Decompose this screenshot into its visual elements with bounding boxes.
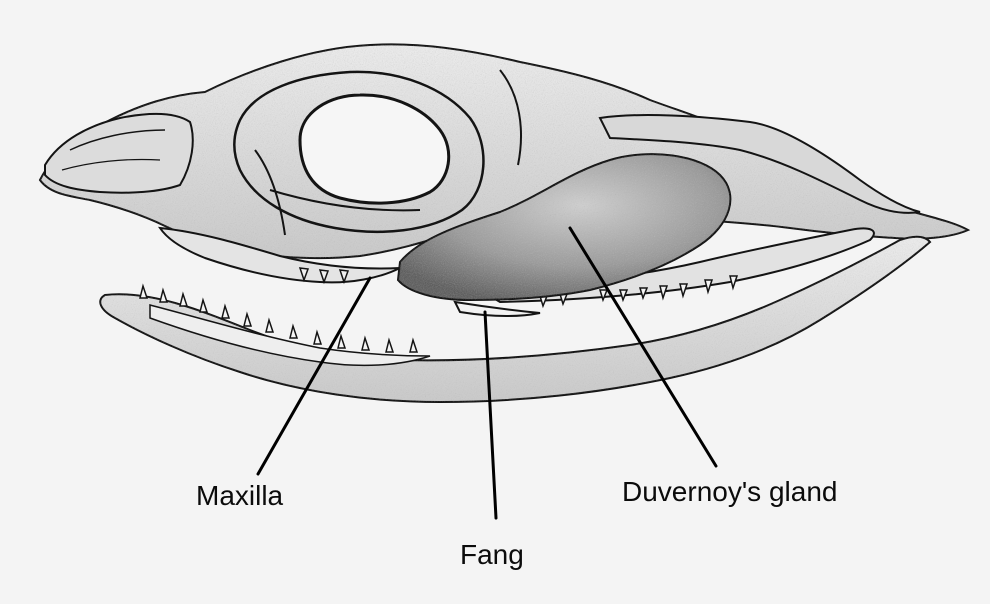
orbit <box>233 70 485 234</box>
duvernoy-leader-line <box>568 226 718 468</box>
maxilla-label: Maxilla <box>196 480 284 511</box>
mandible <box>99 235 932 404</box>
duvernoys-gland <box>396 153 732 302</box>
duvernoys-gland-label: Duvernoy's gland <box>622 476 838 507</box>
fang-label: Fang <box>460 539 524 570</box>
fang-tooth <box>453 300 541 317</box>
fang-leader-line <box>483 310 498 520</box>
leader-lines <box>256 226 718 520</box>
quadrate-bones <box>254 69 921 236</box>
maxilla-leader-line <box>256 276 372 476</box>
maxilla-bone <box>157 226 401 285</box>
snout <box>44 112 194 194</box>
